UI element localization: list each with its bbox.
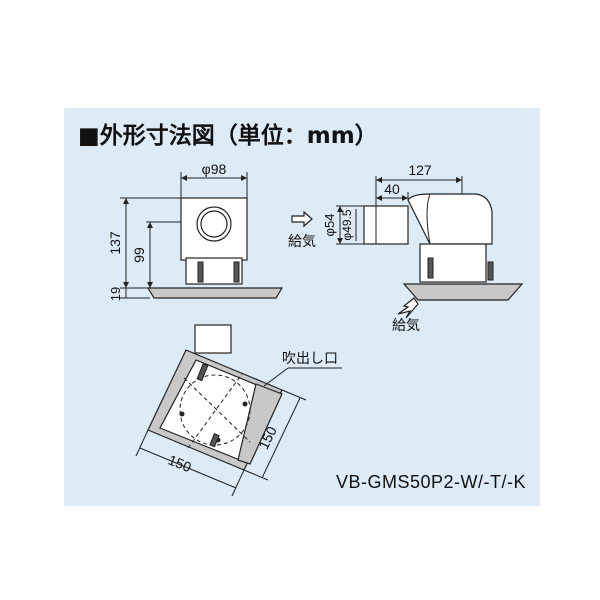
dim-front-total-height: 137 bbox=[107, 231, 123, 255]
side-grille-panel bbox=[402, 283, 524, 301]
dim-side-total-length: 127 bbox=[408, 162, 432, 178]
side-view: 127 40 φ54 φ49.5 給気 給気 bbox=[288, 162, 524, 333]
front-grille-panel bbox=[146, 287, 284, 299]
supply-arrow-top bbox=[291, 210, 313, 228]
bottom-duct-stub bbox=[194, 324, 232, 354]
model-number: VB-GMS50P2-W/-T/-K bbox=[335, 472, 526, 492]
dim-side-outer-diameter: φ54 bbox=[322, 214, 337, 237]
dim-front-base: 19 bbox=[108, 287, 123, 301]
label-supply-top: 給気 bbox=[288, 233, 316, 249]
label-supply-bottom: 給気 bbox=[392, 317, 420, 333]
front-clamp-left bbox=[197, 261, 204, 283]
dim-front-diameter: φ98 bbox=[202, 161, 227, 177]
dim-side-inner-diameter: φ49.5 bbox=[340, 209, 354, 240]
side-clamp-right bbox=[487, 261, 494, 281]
supply-arrow-bottom bbox=[397, 297, 419, 319]
drawing-title: ■外形寸法図（単位：mm） bbox=[78, 123, 378, 149]
side-elbow-housing bbox=[407, 193, 493, 245]
front-duct-outlet-inner bbox=[200, 210, 228, 238]
front-clamp-right bbox=[233, 261, 240, 283]
bottom-view: 吹出し口 150 150 bbox=[135, 324, 342, 497]
side-clamp-left bbox=[427, 257, 434, 279]
dim-bottom-width: 150 bbox=[166, 452, 194, 476]
side-duct-pipe bbox=[363, 205, 409, 245]
dim-front-height: 99 bbox=[131, 247, 147, 263]
bottom-outlet-slot bbox=[237, 383, 283, 465]
bottom-dashed-circle bbox=[179, 374, 251, 446]
label-outlet: 吹出し口 bbox=[282, 350, 338, 366]
dim-side-length: 40 bbox=[384, 181, 400, 197]
front-view: φ98 137 99 19 bbox=[107, 161, 284, 301]
front-neck bbox=[185, 257, 243, 285]
